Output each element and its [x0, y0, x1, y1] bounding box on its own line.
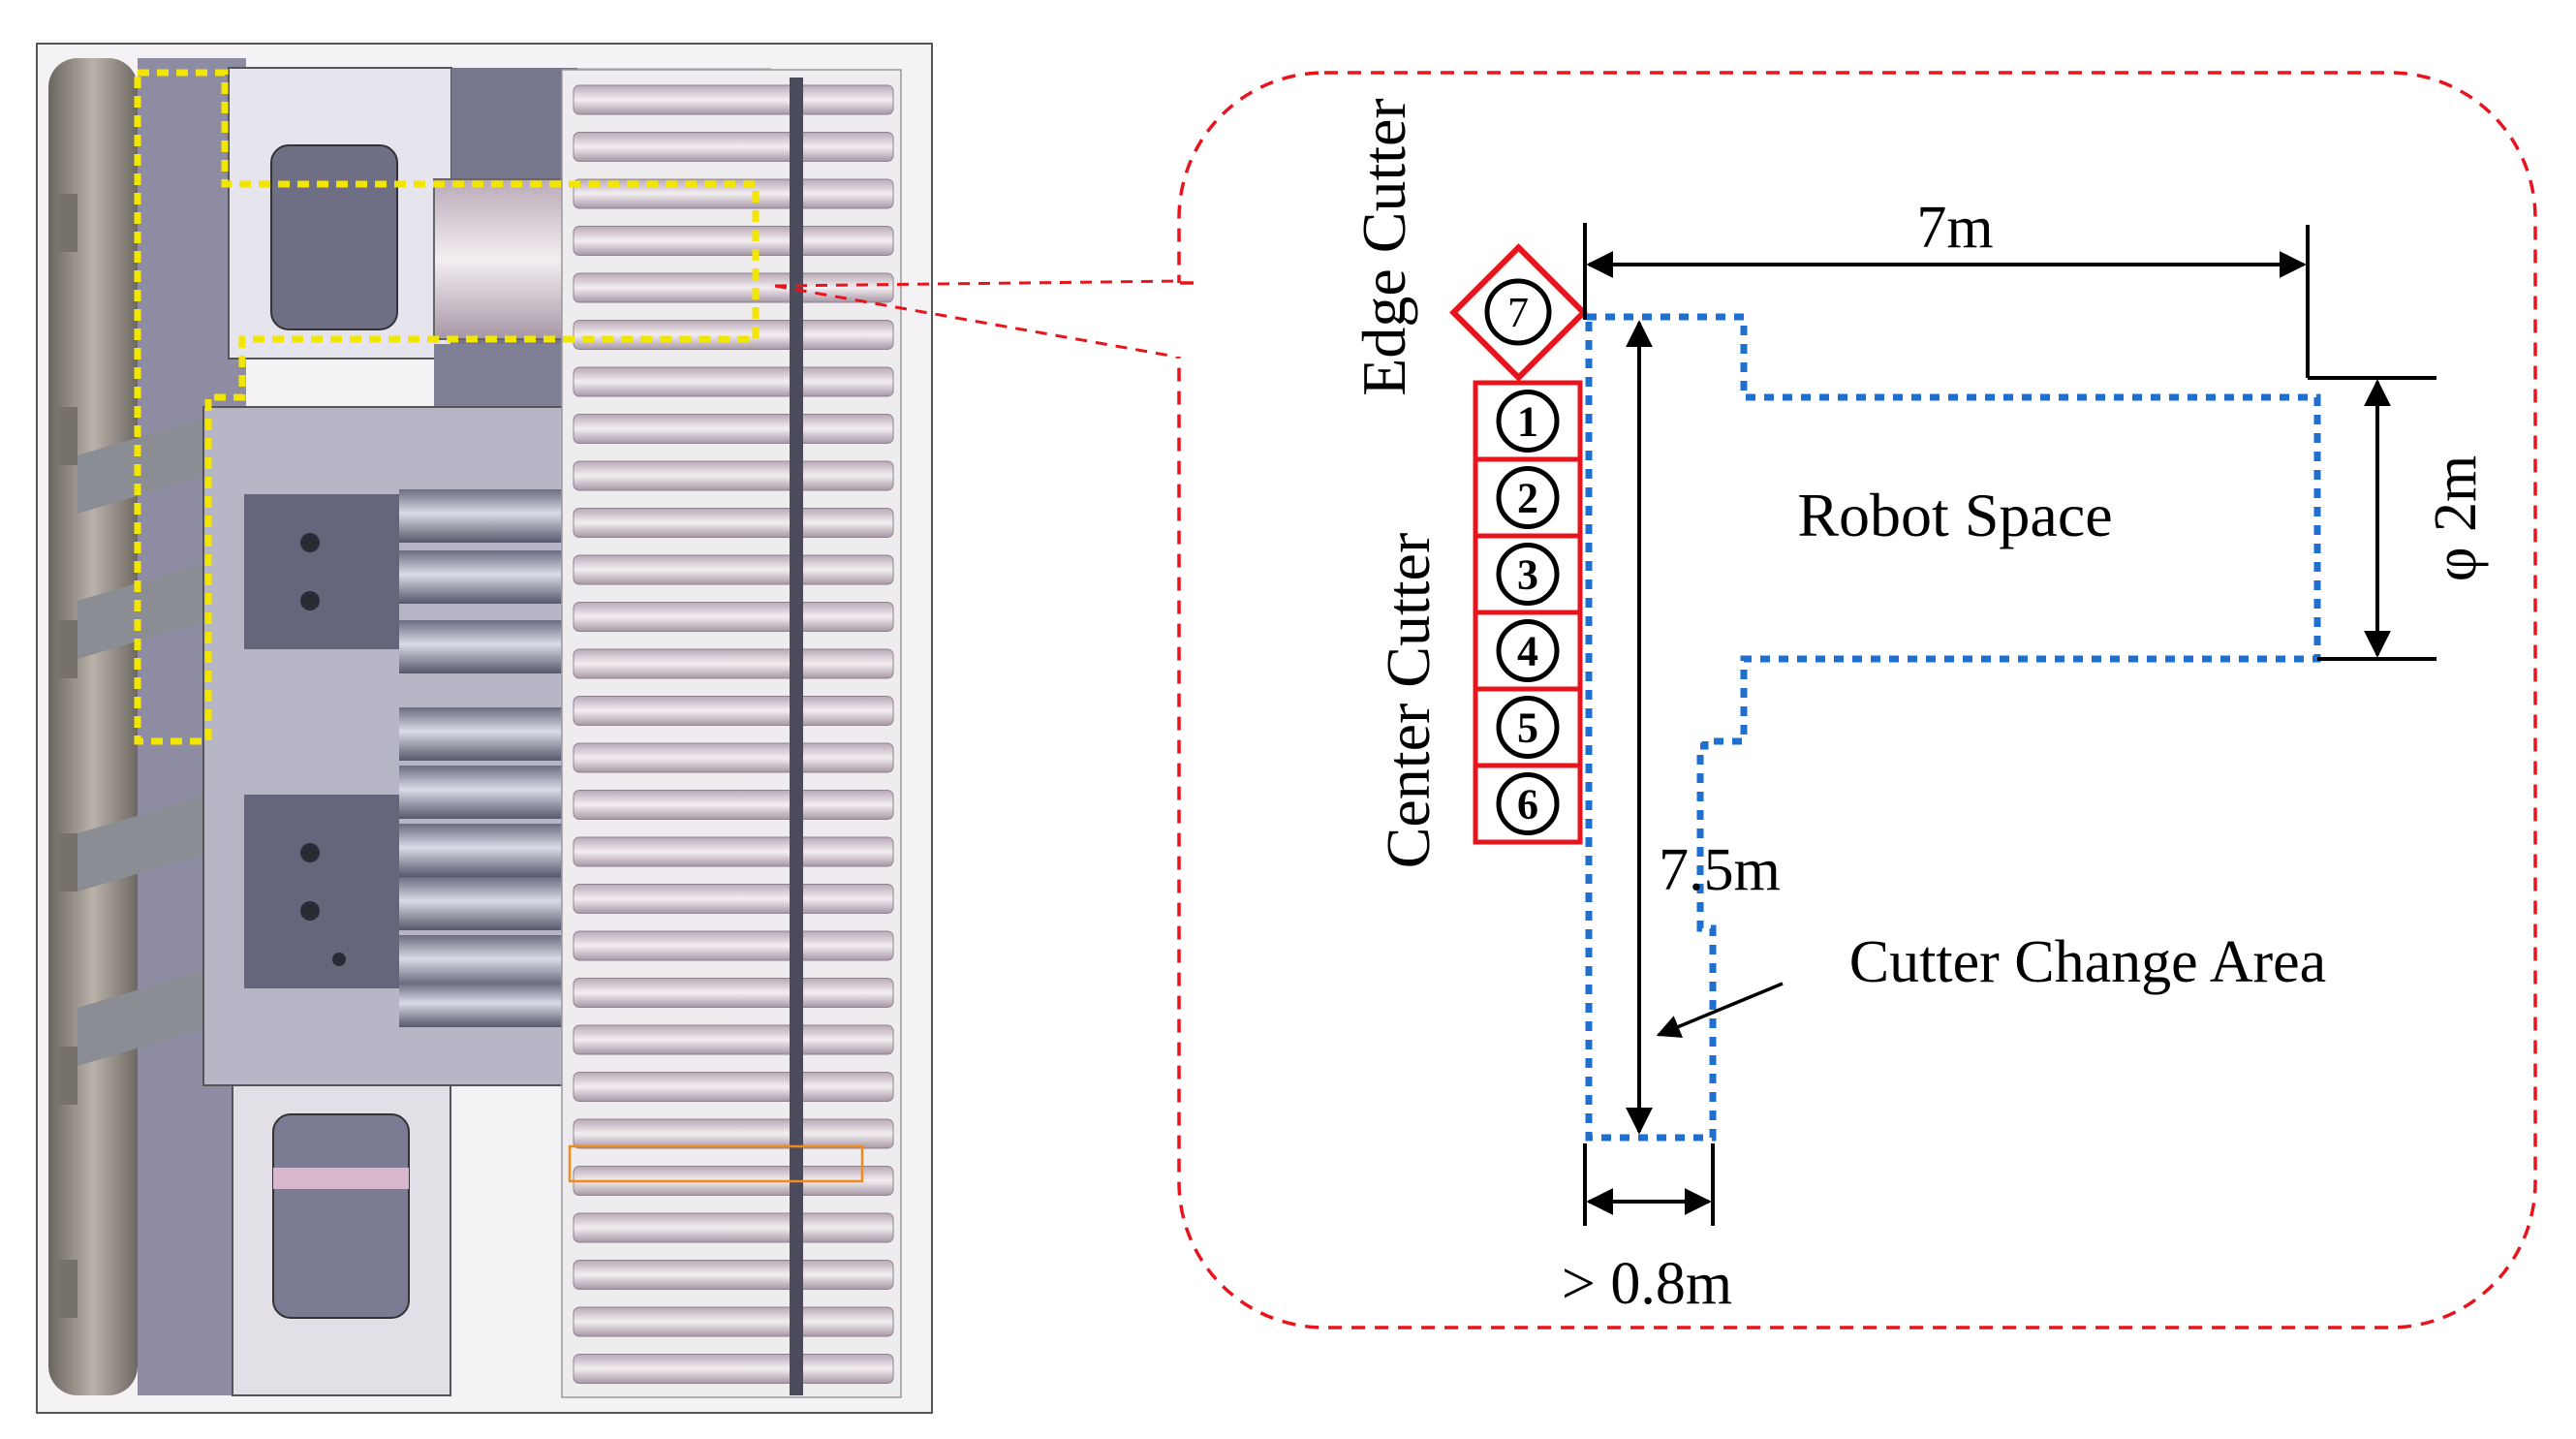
- center-cutter-circle: [1496, 772, 1560, 835]
- center-cutter-number: 1: [1517, 398, 1538, 446]
- shell-ribs: [58, 194, 78, 1318]
- bolt-holes: [300, 533, 346, 966]
- center-cutter-circle: [1496, 390, 1560, 453]
- machine-shell-left: [48, 58, 138, 1395]
- stored-cutter-row: [573, 836, 894, 867]
- stored-cutter-row: [573, 320, 894, 350]
- support-struts: [78, 417, 208, 1066]
- stored-cutter-row: [573, 132, 894, 162]
- dim-phi-label: φ 2m: [2423, 455, 2489, 582]
- lower-window: [272, 1113, 410, 1319]
- stored-cutter-row: [573, 1118, 894, 1149]
- upper-window: [270, 144, 398, 330]
- stored-cutter-row: [573, 978, 894, 1008]
- center-cutter-1: 1: [1473, 380, 1583, 462]
- callout-leader-lower: [774, 284, 1188, 360]
- center-cutter-stack: 1 2 3 4 5 6: [1473, 380, 1583, 845]
- stored-cutter-row: [573, 1024, 894, 1055]
- callout-leader-upper: [774, 279, 1188, 288]
- tbm-machine-drawing: [36, 43, 1188, 1414]
- stored-cutter-row: [573, 84, 894, 115]
- stored-cutter-row: [573, 1306, 894, 1337]
- center-cutter-6: 6: [1473, 763, 1583, 845]
- center-cutter-circle: [1496, 543, 1560, 606]
- stored-cutter-row: [573, 884, 894, 914]
- stored-cutter-row: [573, 414, 894, 444]
- cutter-storage-rack: [561, 69, 902, 1398]
- lower-stripe: [273, 1168, 409, 1189]
- edge-cutter-label: Edge Cutter: [1350, 98, 1418, 395]
- stored-cutter-row: [573, 272, 894, 303]
- stored-cutter-row: [573, 1072, 894, 1102]
- stored-cutter-row: [573, 790, 894, 820]
- callout-panel: 1 2 3 4 5 6 7 7m φ 2m 7.5m > 0.8m Robot Space…: [1174, 71, 2537, 1330]
- edge-cutter-circle: [1484, 278, 1552, 346]
- stored-cutter-row: [573, 1212, 894, 1243]
- cutter-change-area-pointer: [1656, 982, 1784, 1038]
- dim-08m-label: > 0.8m: [1562, 1251, 1732, 1317]
- center-cutter-number: 2: [1517, 475, 1538, 522]
- stored-cutter-row: [573, 366, 894, 397]
- stored-cutter-row: [573, 226, 894, 256]
- center-cutter-2: 2: [1473, 456, 1583, 539]
- stored-cutter-row: [573, 602, 894, 632]
- center-cutter-number: 6: [1517, 781, 1538, 829]
- center-cutter-3: 3: [1473, 533, 1583, 615]
- stored-cutter-row: [573, 930, 894, 961]
- cutter-head-front-2: [244, 795, 399, 988]
- dim-7m-label: 7m: [1916, 195, 1993, 261]
- robot-space-label: Robot Space: [1797, 481, 2112, 549]
- center-cutter-circle: [1496, 619, 1560, 682]
- center-cutter-number: 3: [1517, 551, 1538, 599]
- center-cutter-5: 5: [1473, 686, 1583, 768]
- dim-7-5m-label: 7.5m: [1659, 837, 1781, 903]
- center-cutter-circle: [1496, 696, 1560, 759]
- stored-cutter-row: [573, 696, 894, 726]
- center-cutter-circle: [1496, 466, 1560, 529]
- cutter-slot-highlight: [568, 1144, 864, 1183]
- edge-cutter-box: 7: [1449, 243, 1588, 382]
- edge-cutter-number: 7: [1507, 289, 1529, 336]
- cutter-change-highlight: [134, 69, 760, 745]
- stored-cutter-row: [573, 554, 894, 585]
- stored-cutter-row: [573, 648, 894, 679]
- center-cutter-4: 4: [1473, 610, 1583, 692]
- center-cutter-label: Center Cutter: [1374, 533, 1443, 869]
- cutter-change-area-label: Cutter Change Area: [1849, 929, 2326, 995]
- center-cutter-number: 4: [1517, 628, 1538, 675]
- stored-cutter-row: [573, 460, 894, 491]
- robot-space-outline: [1585, 313, 2321, 1142]
- cutter-head-front: [244, 494, 399, 649]
- center-cutter-number: 5: [1517, 704, 1538, 752]
- stored-cutter-row: [573, 508, 894, 538]
- stored-cutter-row: [573, 1354, 894, 1384]
- stored-cutter-row: [573, 1260, 894, 1290]
- stored-cutter-row: [573, 742, 894, 773]
